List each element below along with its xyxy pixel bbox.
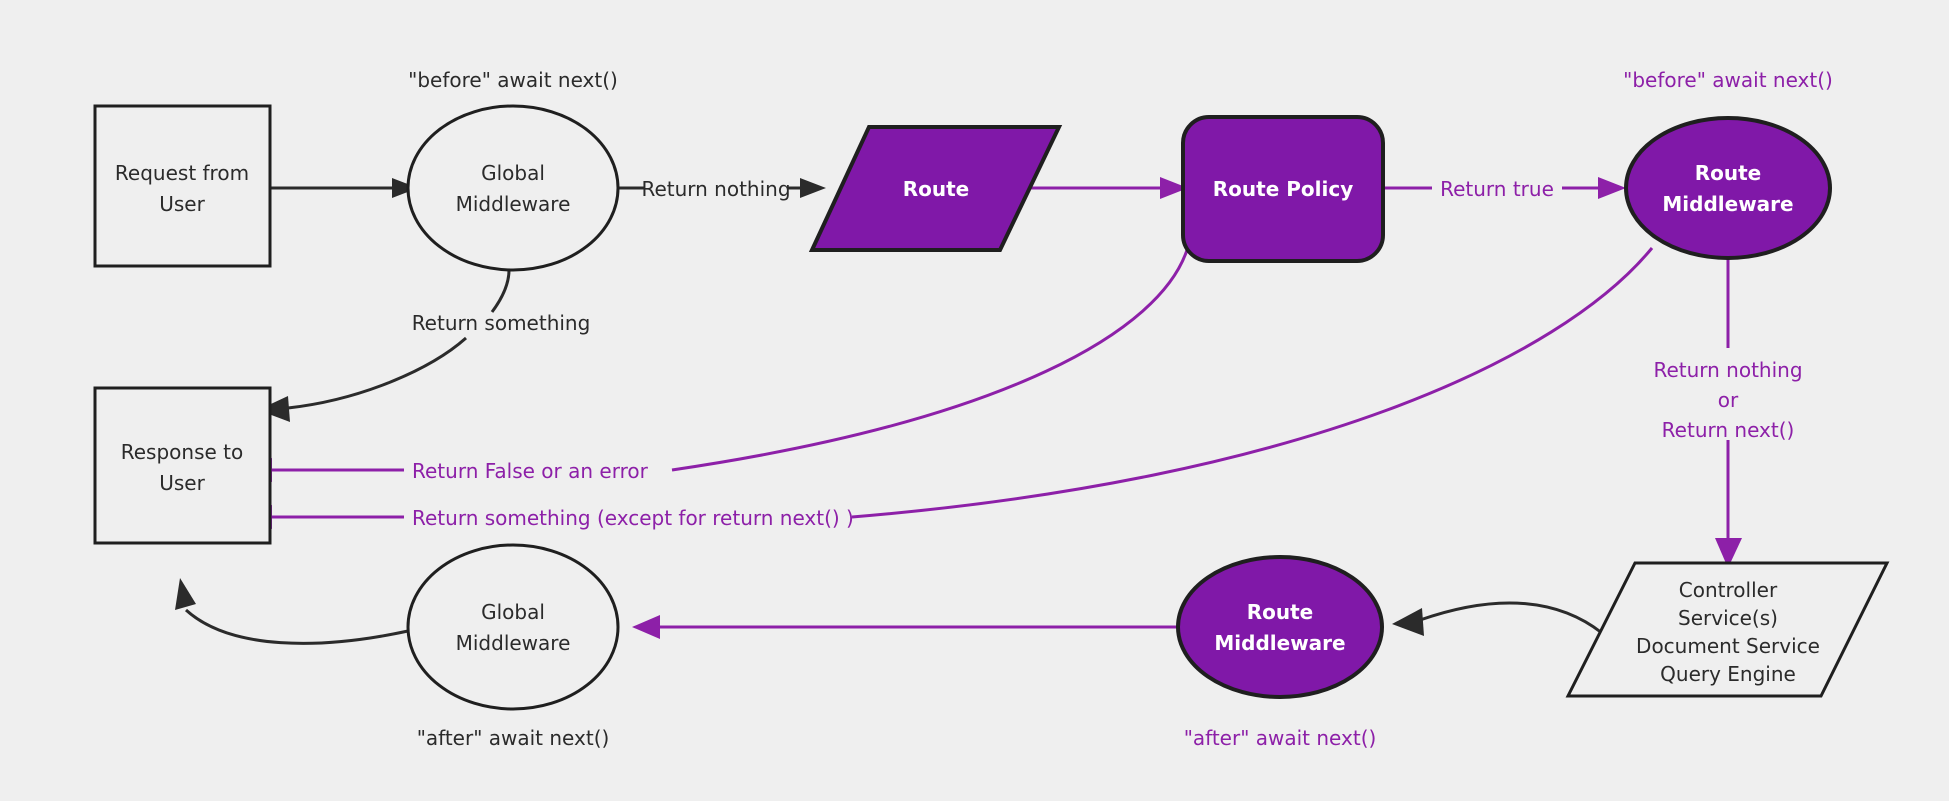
node-response-to-user-label: Response to User [121,440,244,495]
route-middleware-top-line2: Middleware [1662,192,1793,216]
edge-label-return-false-or-error: Return False or an error [412,459,649,483]
node-request-from-user-label: Request from User [115,161,249,216]
annotation-before-await-next-global: "before" await next() [408,68,618,92]
edge-global-bottom-to-response [175,578,409,645]
node-route-middleware-top[interactable] [1624,116,1832,260]
edge-label-return-nothing-line1: Return nothing [1653,358,1802,382]
edge-label-return-nothing: Return nothing [641,177,790,201]
controller-line3: Document Service [1636,634,1820,658]
controller-line1: Controller [1679,578,1778,602]
edge-request-to-global [270,178,418,198]
node-request-from-user[interactable] [93,104,272,268]
global-middleware-bottom-line1: Global [481,600,545,624]
route-line1: Route [903,177,970,201]
route-middleware-bottom-line2: Middleware [1214,631,1345,655]
request-from-user-line2: User [159,192,205,216]
route-middleware-bottom-line1: Route [1247,600,1314,624]
global-middleware-top-line2: Middleware [456,192,571,216]
edge-policy-to-route-middleware [1384,177,1626,199]
annotation-after-await-next-global: "after" await next() [417,726,610,750]
node-global-middleware-bottom[interactable] [406,543,620,711]
edge-policy-to-response [244,249,1189,482]
edge-label-return-next-line3: Return next() [1662,418,1795,442]
node-global-middleware-top[interactable] [406,104,620,272]
route-policy-line1: Route Policy [1213,177,1353,201]
node-route-middleware-bottom-label: Route Middleware [1214,600,1345,655]
edge-label-return-true: Return true [1440,177,1554,201]
edge-route-middleware-to-controller [1715,250,1742,568]
request-from-user-line1: Request from [115,161,249,185]
node-route-middleware-bottom[interactable] [1176,555,1384,699]
response-to-user-line2: User [159,471,205,495]
edge-global-to-response [258,259,511,422]
annotation-after-await-next-route: "after" await next() [1184,726,1377,750]
edge-route-middleware-to-response [244,247,1654,529]
node-global-middleware-top-label: Global Middleware [456,161,571,216]
edge-label-or-line2: or [1718,388,1739,412]
edge-route-middleware-bottom-to-global-bottom [632,615,1240,639]
node-route-policy-label: Route Policy [1213,177,1353,201]
edge-label-return-nothing-or-next: Return nothing or Return next() [1653,358,1802,442]
edge-controller-to-route-middleware-bottom [1392,601,1603,636]
global-middleware-bottom-line2: Middleware [456,631,571,655]
edge-label-return-something-except-next: Return something (except for return next… [412,506,854,530]
node-route-middleware-top-label: Route Middleware [1662,161,1793,216]
annotation-before-await-next-route: "before" await next() [1623,68,1833,92]
node-route-label: Route [903,177,970,201]
global-middleware-top-line1: Global [481,161,545,185]
controller-line4: Query Engine [1660,662,1796,686]
node-route-policy[interactable] [1181,115,1385,263]
controller-line2: Service(s) [1678,606,1778,630]
edge-route-to-policy [1030,177,1188,199]
node-route[interactable] [808,125,1063,252]
node-response-to-user[interactable] [93,386,272,545]
node-global-middleware-bottom-label: Global Middleware [456,600,571,655]
node-controller-stack-label: Controller Service(s) Document Service Q… [1636,578,1820,686]
route-middleware-top-line1: Route [1695,161,1762,185]
node-controller-stack[interactable] [1565,561,1890,698]
edge-label-return-something: Return something [412,311,591,335]
edge-global-to-route [617,178,826,198]
response-to-user-line1: Response to [121,440,244,464]
